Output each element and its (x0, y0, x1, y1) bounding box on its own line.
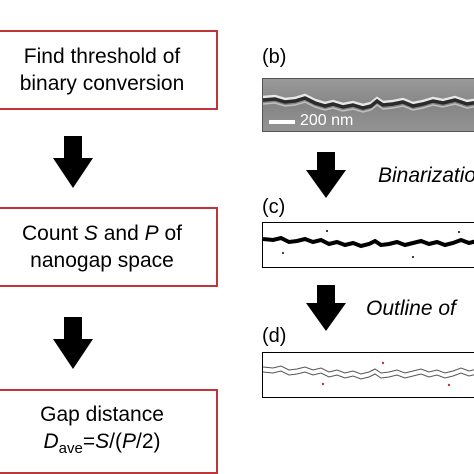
scale-bar-label: 200 nm (300, 112, 354, 129)
down-arrow-binarization-icon (306, 152, 346, 198)
outline-image-panel (262, 352, 474, 398)
step-gap-distance-box: Gap distance Dave=S/(P/2) (0, 389, 218, 474)
step-find-threshold-line1: Find threshold of (23, 45, 181, 68)
down-arrow-outline-icon (306, 285, 346, 331)
step-gap-distance-line1: Gap distance (40, 402, 164, 426)
formula-subscript: ave (58, 440, 83, 458)
binarization-label: Binarization (378, 164, 474, 187)
gap-distance-formula: Dave=S/(P/2) (44, 428, 161, 462)
symbol-s: S (83, 222, 98, 245)
binarized-image (263, 230, 474, 258)
step-count-s-p-line1: Count S and P of (22, 220, 182, 247)
step-count-s-p-line2: nanogap space (30, 249, 174, 272)
count-and: and (97, 222, 145, 245)
formula-d: D (43, 429, 59, 453)
step-find-threshold-line2: binary conversion (19, 72, 185, 95)
outline-image (263, 361, 474, 387)
formula-slash: /( (109, 429, 122, 453)
formula-equals: = (82, 429, 96, 453)
down-arrow-1-icon (53, 136, 93, 188)
outline-label: Outline of (366, 297, 456, 320)
sem-image-panel (262, 78, 474, 132)
panel-c-label: (c) (262, 196, 286, 218)
step-count-s-p-box: Count S and P of nanogap space (0, 207, 218, 287)
down-arrow-2-icon (53, 317, 93, 369)
sem-image (263, 79, 474, 131)
formula-s: S (95, 429, 110, 453)
panel-d-label: (d) (262, 325, 287, 347)
symbol-p: P (144, 222, 159, 245)
count-of: of (158, 222, 182, 245)
formula-p: P (121, 429, 136, 453)
scale-bar (269, 120, 295, 124)
binarized-image-panel (262, 222, 474, 268)
count-prefix: Count (22, 222, 84, 245)
formula-end: /2) (135, 429, 161, 453)
step-find-threshold-box: Find threshold of binary conversion (0, 30, 218, 110)
panel-b-label: (b) (262, 46, 287, 68)
